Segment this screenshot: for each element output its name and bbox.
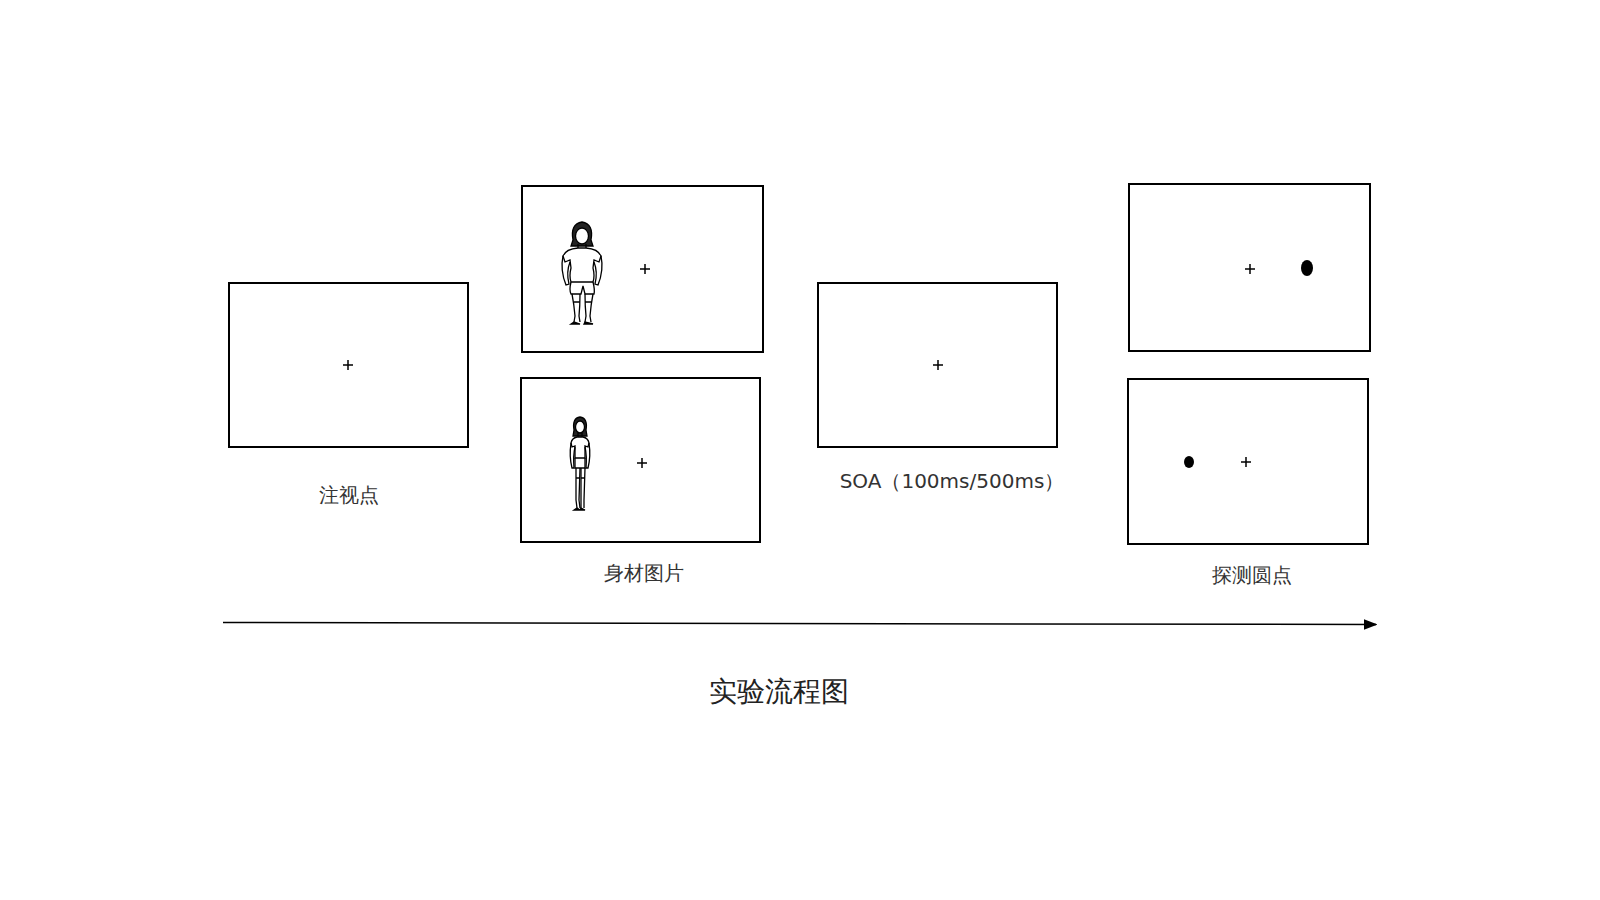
stage-caption: 身材图片 bbox=[604, 561, 684, 585]
stage-caption: 探测圆点 bbox=[1212, 563, 1292, 587]
figure-caption: 实验流程图 bbox=[709, 675, 849, 709]
body-figure-thin bbox=[570, 417, 590, 510]
fixation-cross bbox=[343, 264, 1255, 468]
screen-frame: 身材图片 bbox=[520, 377, 761, 543]
timeline-arrow bbox=[223, 623, 1376, 625]
stage-caption: SOA（100ms/500ms） bbox=[840, 469, 1065, 493]
screen-frame bbox=[522, 186, 763, 352]
probe-dot bbox=[1301, 260, 1313, 276]
probe-dot bbox=[1184, 456, 1194, 468]
screen-frame: 探测圆点 bbox=[1127, 378, 1369, 545]
screen-frame: 注视点 bbox=[228, 282, 469, 448]
screen-frame: SOA（100ms/500ms） bbox=[817, 282, 1058, 448]
screen-frame bbox=[1129, 184, 1370, 351]
body-figure-heavy bbox=[562, 222, 602, 324]
stage-caption: 注视点 bbox=[319, 483, 379, 507]
